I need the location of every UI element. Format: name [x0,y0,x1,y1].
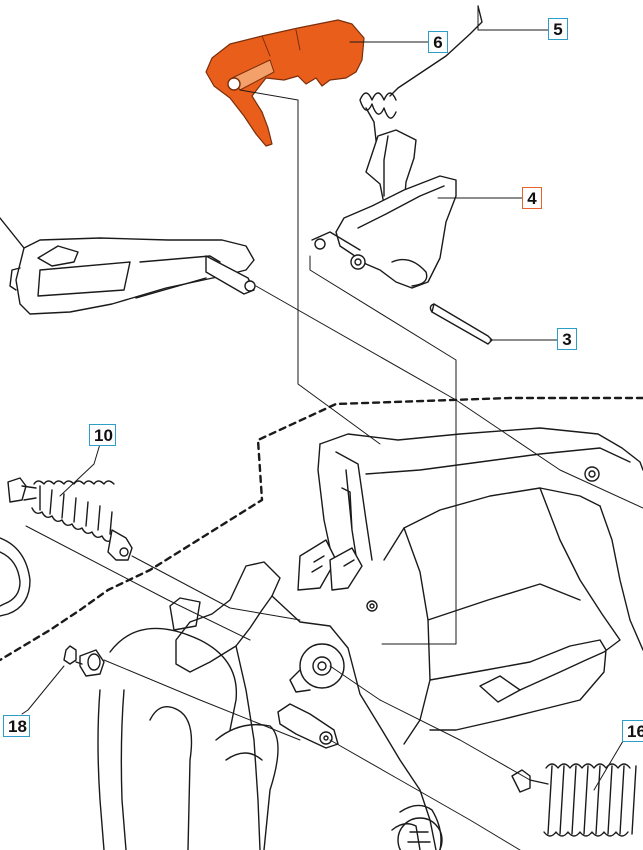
section-outline-dashed [0,396,643,662]
callout-6[interactable]: 6 [428,31,448,53]
assembly-lines [25,89,643,850]
part-16-spring[interactable] [511,763,637,837]
part-4-lockout-lever[interactable] [311,129,457,289]
lower-body-casting [97,561,443,850]
callout-4[interactable]: 4 [522,187,542,209]
callout-18[interactable]: 18 [3,715,30,737]
part-3-pin[interactable] [429,303,493,345]
handle-housing [297,427,643,745]
handle-cover-part[interactable] [0,217,256,315]
hose-loop [0,537,31,617]
part-10-spring-assembly[interactable] [7,477,133,561]
callout-16[interactable]: 16 [622,720,643,742]
part-18-bushing[interactable] [63,645,105,677]
callout-3[interactable]: 3 [557,328,577,350]
callout-5[interactable]: 5 [548,18,568,40]
callout-leaders [21,5,627,791]
callout-10[interactable]: 10 [89,424,116,446]
part-6-throttle-trigger[interactable] [205,19,365,147]
